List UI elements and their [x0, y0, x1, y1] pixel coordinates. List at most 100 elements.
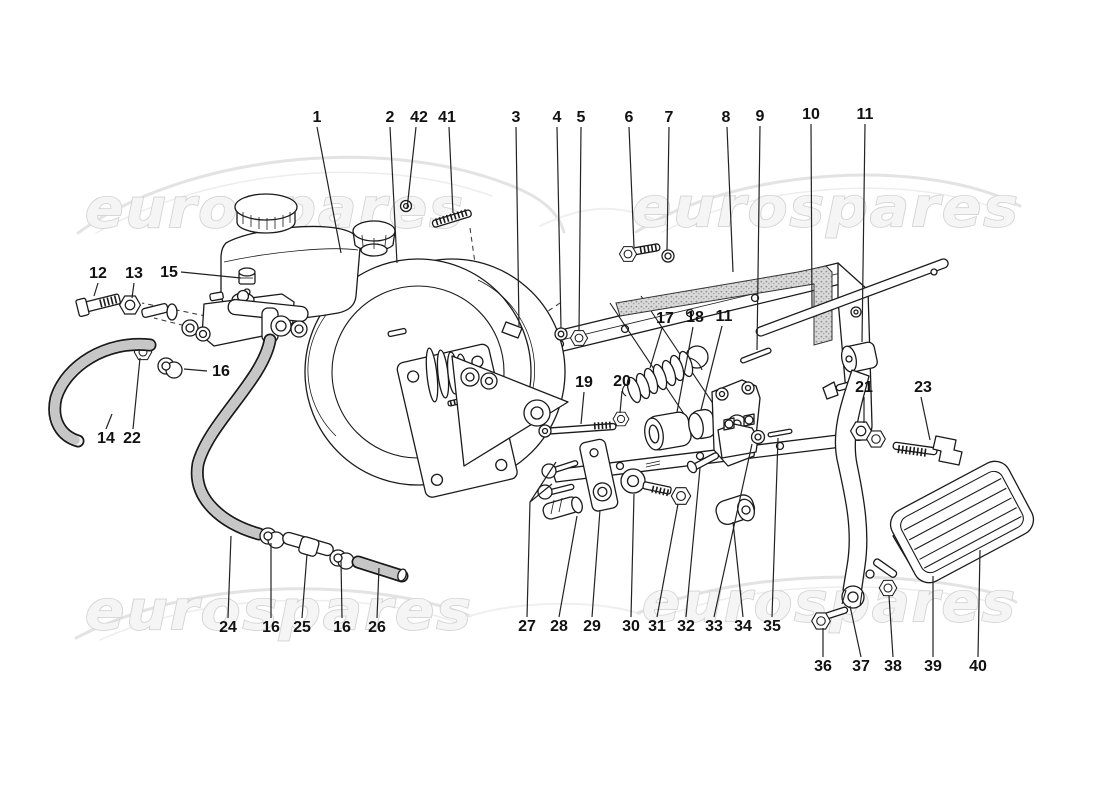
booster-fork-lever [387, 327, 569, 467]
tee-fitting [133, 298, 309, 361]
callout-leader-30 [630, 493, 635, 618]
callout-leader-38 [888, 595, 894, 658]
rail-washer [554, 327, 568, 341]
callout-leader-10 [810, 123, 813, 308]
callout-label-35: 35 [763, 618, 781, 635]
return-spring [621, 350, 703, 404]
exploded-diagram [48, 193, 1035, 630]
connector-pipe [282, 531, 334, 557]
clevis-pin [645, 452, 720, 474]
callout-label-34: 34 [734, 618, 752, 635]
callout-label-37: 37 [852, 658, 870, 675]
callout-leader-42 [406, 126, 417, 210]
callout-leader-24 [227, 535, 232, 619]
callout-label-39: 39 [924, 658, 942, 675]
washer-42 [399, 199, 413, 213]
callout-label-20: 20 [613, 373, 631, 390]
pedal-cross-shaft [755, 258, 949, 337]
hose-long [190, 333, 277, 541]
lever-plate [579, 438, 619, 512]
callout-label-9: 9 [756, 108, 765, 125]
callout-label-40: 40 [969, 658, 987, 675]
callout-leader-27 [529, 461, 557, 503]
callout-label-36: 36 [814, 658, 832, 675]
callout-label-18: 18 [686, 309, 704, 326]
pedal-bushing-large [644, 411, 692, 451]
callout-label-5: 5 [577, 109, 586, 126]
callout-label-10: 10 [802, 106, 820, 123]
callout-label-3: 3 [512, 109, 521, 126]
callout-leader-33 [713, 443, 753, 618]
watermark-text: eurospares [85, 579, 473, 642]
callout-leader-31 [656, 503, 679, 618]
callout-leader-26 [376, 567, 380, 619]
callout-label-28: 28 [550, 618, 568, 635]
callout-label-33: 33 [705, 618, 723, 635]
fluid-reservoir [209, 193, 396, 320]
callout-label-31: 31 [648, 618, 666, 635]
callout-label-15: 15 [160, 264, 178, 281]
callout-leader-1 [316, 126, 342, 254]
callout-label-19: 19 [575, 374, 593, 391]
splined-sleeve [542, 496, 583, 520]
callout-leader-18 [676, 326, 694, 413]
callout-leader-20 [619, 390, 623, 414]
watermark-text: eurospares [642, 571, 1017, 634]
callout-leader-17 [649, 327, 663, 369]
callout-label-22: 22 [123, 430, 141, 447]
callout-label-32: 32 [677, 618, 695, 635]
callout-leader-6 [628, 126, 635, 248]
callout-leader-8 [726, 126, 734, 273]
callout-label-13: 13 [125, 265, 143, 282]
reservoir-secondary-cap [352, 220, 396, 257]
spacer-bushing [715, 494, 756, 525]
stud-41 [431, 208, 472, 228]
callout-label-42: 42 [410, 109, 428, 126]
callout-leader-27 [526, 501, 531, 618]
callout-label-11: 11 [716, 308, 733, 325]
pedal-rubber-pad [889, 460, 1035, 584]
callout-leader-28 [558, 515, 578, 618]
callout-label-29: 29 [583, 618, 601, 635]
callout-leader-40 [977, 549, 981, 658]
callout-leader-4 [556, 126, 562, 329]
callout-leader-25 [301, 553, 308, 619]
callout-label-17: 17 [656, 310, 674, 327]
pedal-pivot-bolt [811, 606, 849, 630]
pivot-pin [740, 347, 772, 364]
watermark-text: eurospares [632, 176, 1020, 239]
callout-label-12: 12 [89, 265, 107, 282]
callout-leader-12 [93, 282, 99, 297]
callout-leader-9 [756, 125, 761, 351]
callout-leader-23 [920, 396, 931, 441]
callout-label-25: 25 [293, 619, 311, 636]
callout-label-38: 38 [884, 658, 902, 675]
callout-leader-15 [180, 271, 242, 279]
hose-stub [351, 555, 409, 583]
callout-leader-19 [580, 391, 585, 425]
eye-bolt [620, 468, 672, 497]
callout-label-8: 8 [722, 109, 731, 126]
bleed-union [75, 293, 121, 318]
callout-label-27: 27 [518, 618, 536, 635]
bracket-washer [661, 249, 675, 263]
hose-clamp-a [259, 527, 285, 549]
bolt-pair [537, 460, 579, 500]
car-silhouette-top [76, 155, 1022, 235]
hose-elbow [48, 337, 157, 448]
callout-label-30: 30 [622, 618, 640, 635]
callout-leader-14 [105, 413, 113, 430]
callout-leader-41 [448, 126, 454, 214]
callout-leader-16 [183, 368, 208, 372]
callout-label-26: 26 [368, 619, 386, 636]
callout-leader-27 [529, 483, 553, 503]
washer-33 [750, 429, 766, 445]
union-nut [118, 295, 142, 315]
callout-leader-5 [578, 126, 582, 332]
callout-leader-3 [515, 126, 520, 327]
pedal-nut [878, 579, 898, 597]
callout-leader-22 [132, 357, 141, 430]
callout-label-16: 16 [212, 363, 230, 380]
